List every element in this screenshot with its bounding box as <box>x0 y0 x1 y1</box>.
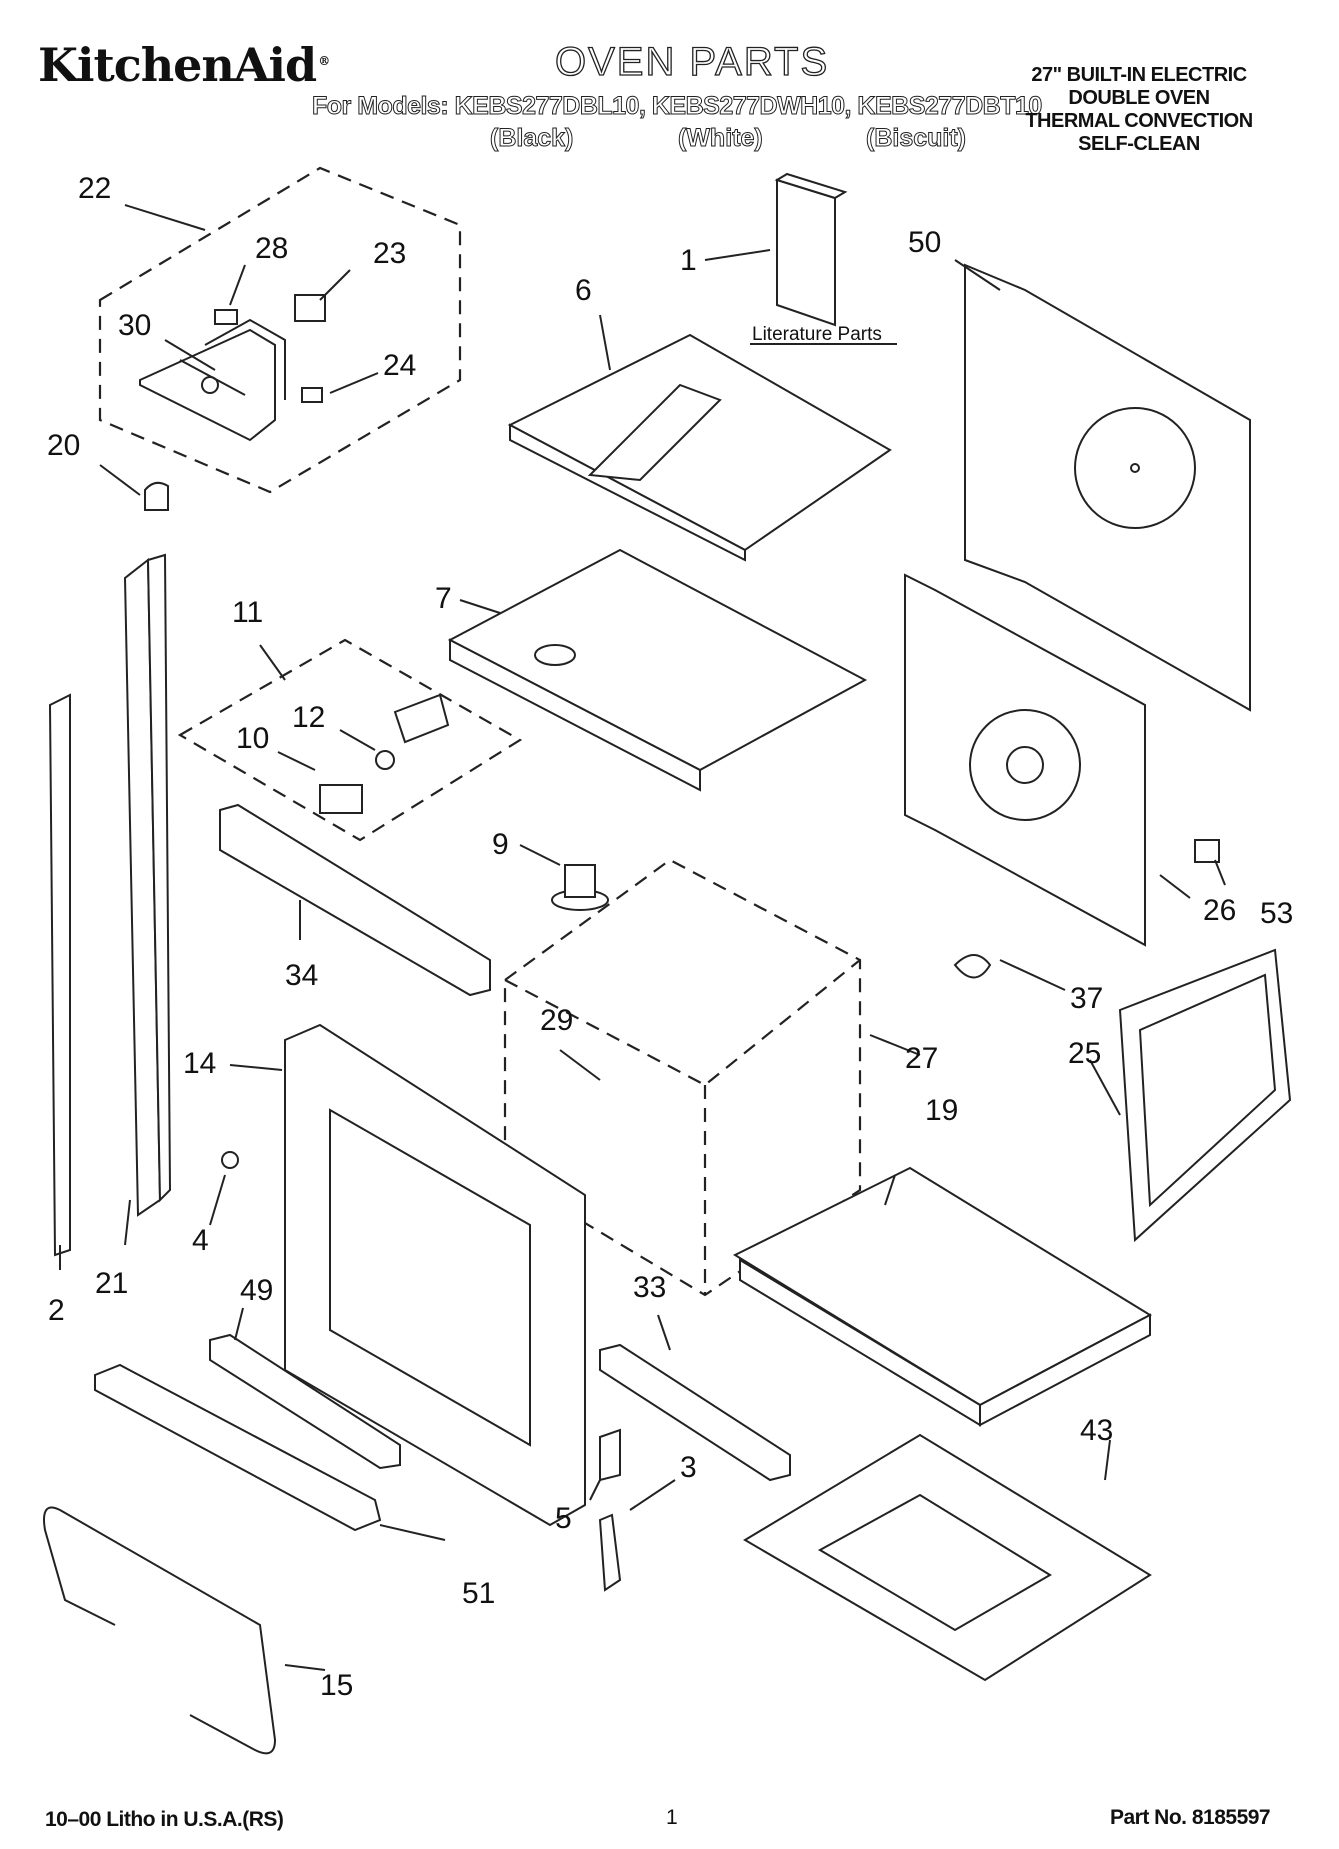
control-bracket-part <box>139 318 286 442</box>
leader-lines <box>59 204 1226 1671</box>
callout-33: 33 <box>633 1271 666 1304</box>
control-group-outline <box>98 166 462 494</box>
callout-24: 24 <box>383 349 416 382</box>
vent-part-34 <box>219 803 491 997</box>
callout-26: 26 <box>1203 894 1236 927</box>
callout-53: 53 <box>1260 897 1293 930</box>
callout-10: 10 <box>236 722 269 755</box>
literature-parts-label: Literature Parts <box>752 324 882 345</box>
sensor-part-29 <box>559 1049 601 1081</box>
callout-5: 5 <box>555 1502 572 1535</box>
models-line: For Models: KEBS277DBL10, KEBS277DWH10, … <box>312 92 1043 121</box>
callout-1: 1 <box>680 244 697 277</box>
callout-14: 14 <box>183 1047 216 1080</box>
trim-part-51 <box>94 1363 382 1532</box>
callout-15: 15 <box>320 1669 353 1702</box>
brand-logo: KitchenAid® <box>38 38 330 92</box>
callout-6: 6 <box>575 274 592 307</box>
callout-51: 51 <box>462 1577 495 1610</box>
trim-part-49 <box>209 1333 401 1470</box>
callout-43: 43 <box>1080 1414 1113 1447</box>
callout-23: 23 <box>373 237 406 270</box>
bottom-part-43 <box>743 1433 1152 1682</box>
callout-49: 49 <box>240 1274 273 1307</box>
description-line: THERMAL CONVECTION <box>1025 110 1253 132</box>
light-lens-part-10 <box>319 784 363 814</box>
callout-7: 7 <box>435 582 452 615</box>
model-color-white: (White) <box>678 124 764 153</box>
light-bulb-part-12 <box>375 750 395 770</box>
callout-34: 34 <box>285 959 318 992</box>
callout-2: 2 <box>48 1294 65 1327</box>
top-panel-part <box>507 333 892 552</box>
callout-11: 11 <box>232 596 263 629</box>
part-number: Part No. 8185597 <box>1110 1806 1271 1829</box>
side-trim-part-2 <box>48 693 71 1257</box>
callout-22: 22 <box>78 172 111 205</box>
litho-note: 10–00 Litho in U.S.A.(RS) <box>45 1808 284 1831</box>
page-number: 1 <box>666 1806 678 1829</box>
gasket-part-15 <box>43 1506 277 1755</box>
description-line: 27" BUILT-IN ELECTRIC <box>1031 64 1247 86</box>
callout-21: 21 <box>95 1267 128 1300</box>
model-color-black: (Black) <box>489 124 574 153</box>
page-title: OVEN PARTS <box>554 39 830 84</box>
callout-25: 25 <box>1068 1037 1101 1070</box>
callout-27: 27 <box>905 1042 938 1075</box>
callout-4: 4 <box>192 1224 209 1257</box>
switch-part-28 <box>214 309 238 325</box>
light-socket-part <box>393 693 450 744</box>
bracket-part-3 <box>598 1513 622 1592</box>
callout-37: 37 <box>1070 982 1103 1015</box>
description-line: SELF-CLEAN <box>1078 133 1200 155</box>
back-panel-port <box>1074 407 1196 529</box>
literature-part <box>776 178 836 327</box>
callout-19: 19 <box>925 1094 958 1127</box>
callout-28: 28 <box>255 232 288 265</box>
callout-9: 9 <box>492 828 509 861</box>
callout-30: 30 <box>118 309 151 342</box>
fan-motor-body <box>564 864 596 898</box>
light-group-outline <box>177 638 523 842</box>
callout-50: 50 <box>908 226 941 259</box>
callout-12: 12 <box>292 701 325 734</box>
thermostat-part-37 <box>953 954 992 979</box>
plug-part-20 <box>144 481 169 511</box>
model-color-biscuit: (Biscuit) <box>866 124 967 153</box>
callout-20: 20 <box>47 429 80 462</box>
callout-3: 3 <box>680 1451 697 1484</box>
screw-part-4 <box>221 1151 239 1169</box>
bracket-part-53 <box>1194 839 1220 863</box>
callout-29: 29 <box>540 1004 573 1037</box>
bottom-pan-part-19 <box>732 1166 1153 1407</box>
fuse-part-24 <box>301 387 323 403</box>
side-panel-part-25 <box>1118 948 1292 1243</box>
oven-top-part <box>447 548 868 772</box>
bracket-part-5 <box>599 1428 621 1482</box>
appliance-description: 27" BUILT-IN ELECTRIC DOUBLE OVEN THERMA… <box>989 64 1289 156</box>
trim-part-33 <box>599 1343 791 1482</box>
description-line: DOUBLE OVEN <box>1068 87 1210 109</box>
